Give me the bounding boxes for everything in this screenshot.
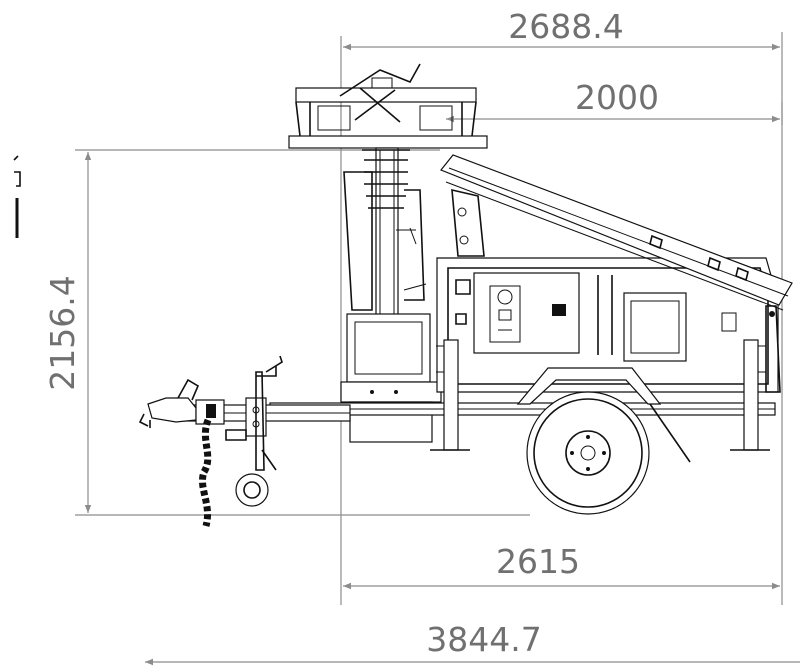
dim-overall-length-label: 3844.7 (426, 620, 541, 659)
dim-top-overall-label: 2688.4 (508, 7, 623, 46)
trailer-drawing (138, 63, 793, 527)
dim-height-label: 2156.4 (43, 275, 82, 390)
dimension-lines (75, 32, 800, 666)
left-margin-marks (13, 155, 21, 238)
dim-wheelbase-label: 2615 (496, 542, 580, 581)
dim-top-inner-label: 2000 (575, 78, 659, 117)
